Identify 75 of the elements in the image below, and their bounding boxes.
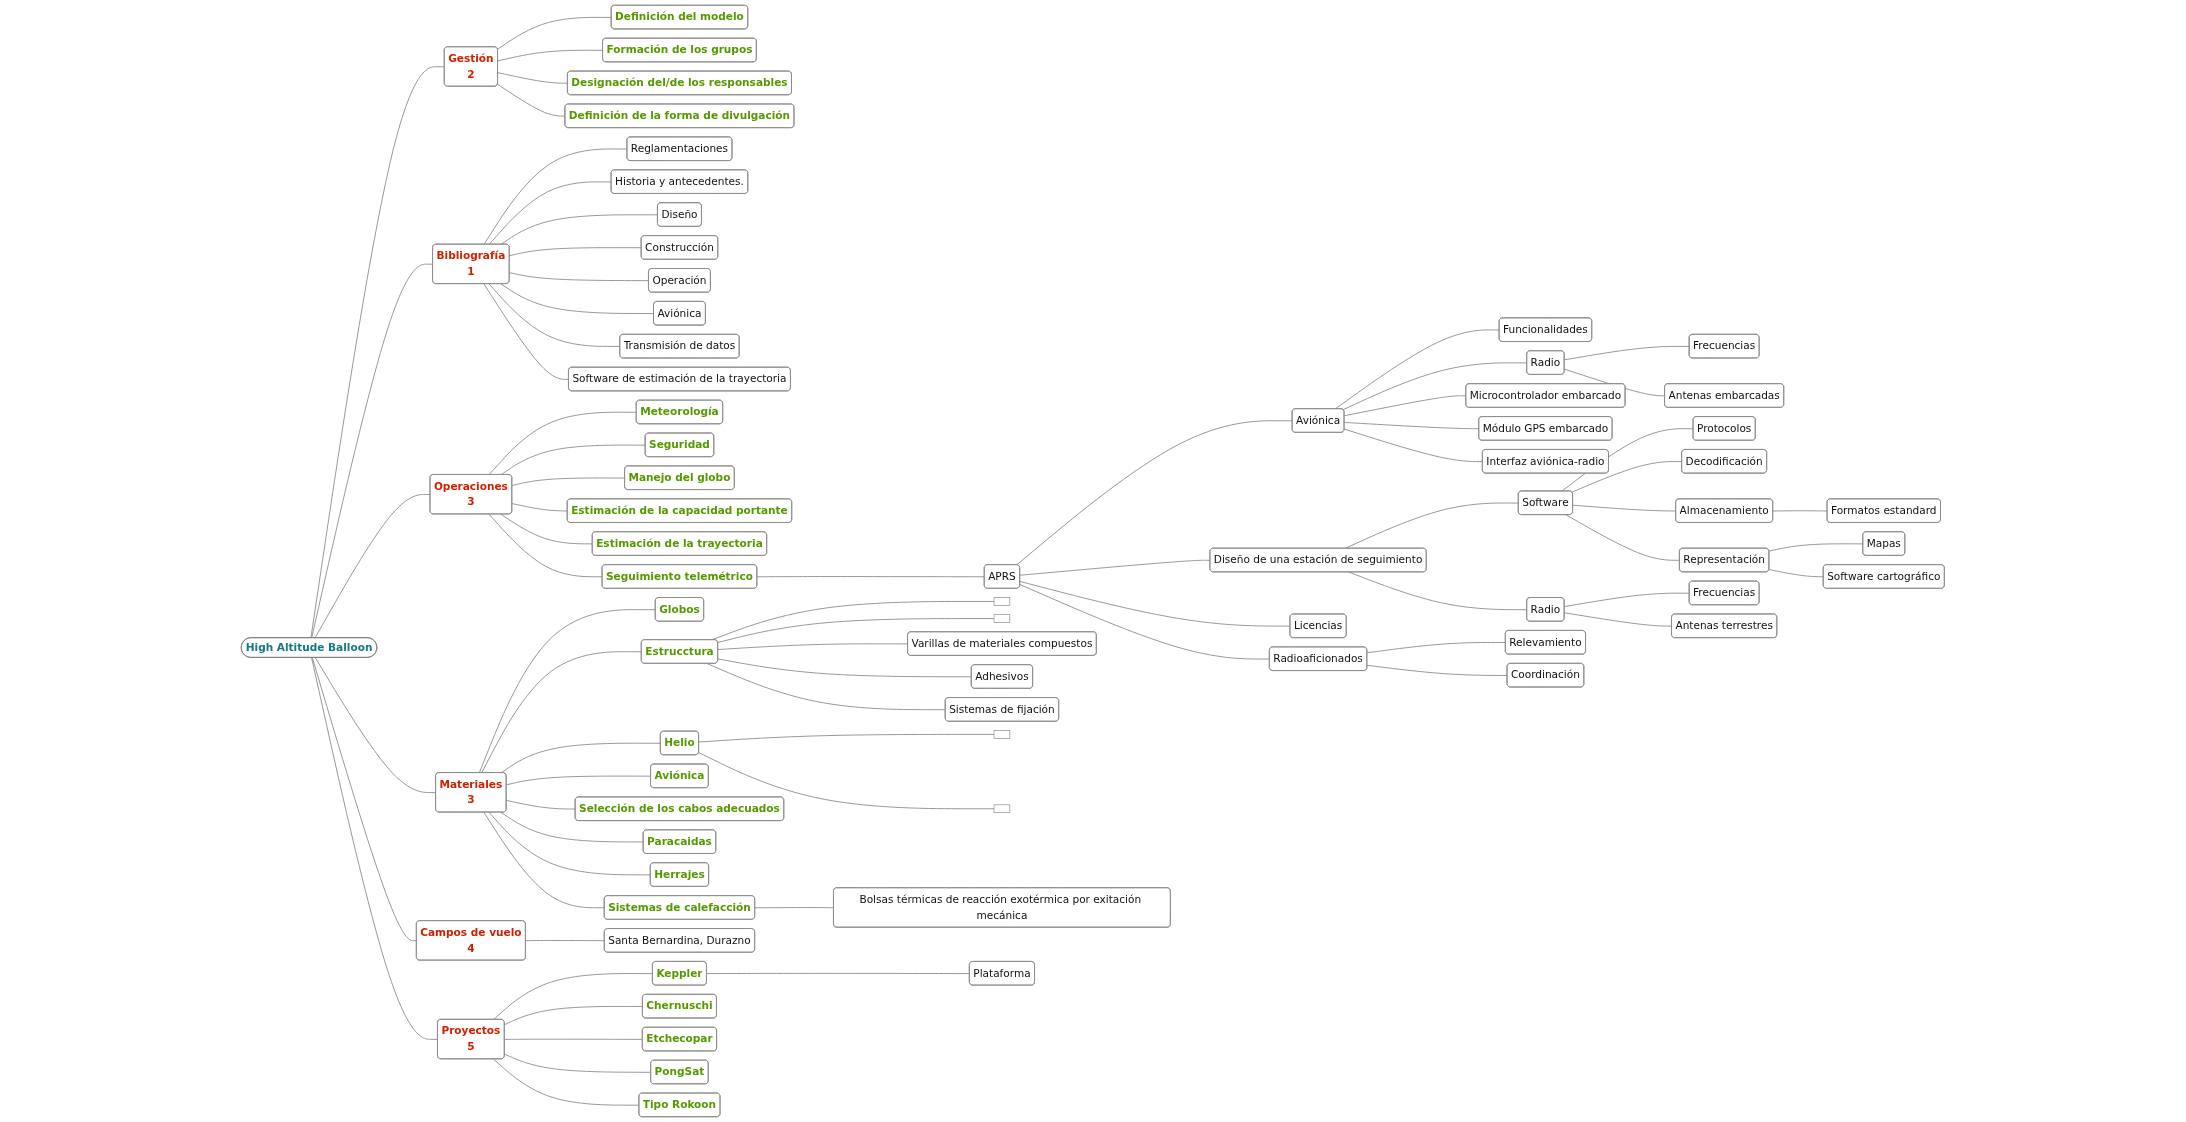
connector: [525, 940, 606, 942]
connector: [504, 1006, 644, 1026]
connector: [488, 283, 621, 347]
connector: [504, 1038, 644, 1040]
connector: [481, 651, 643, 774]
connector: [1344, 428, 1484, 463]
connector: [1342, 362, 1528, 411]
connector: [315, 657, 437, 794]
connector: [1344, 502, 1520, 549]
connector: [1564, 345, 1691, 361]
connector: [756, 576, 986, 578]
connector: [1564, 368, 1666, 397]
connector: [1348, 571, 1528, 611]
connector: [1768, 569, 1825, 578]
connector: [493, 973, 654, 1021]
node-box: [993, 730, 1011, 739]
connector: [1019, 584, 1271, 660]
connector: [698, 733, 995, 743]
connector: [497, 83, 566, 117]
connector: [497, 49, 604, 62]
connector: [493, 1058, 640, 1106]
connector: [497, 72, 569, 84]
connector: [500, 811, 645, 843]
connector: [707, 663, 947, 711]
connector: [1019, 581, 1291, 627]
connector: [509, 247, 643, 257]
connector: [698, 752, 995, 810]
connector: [1566, 514, 1681, 561]
connector: [500, 513, 594, 545]
connector: [1016, 420, 1294, 566]
connector: [1772, 510, 1828, 512]
connector: [1564, 612, 1673, 627]
connector: [483, 283, 570, 380]
connector: [1768, 543, 1864, 552]
connector: [717, 618, 995, 643]
connector: [500, 214, 659, 245]
connector: [1366, 664, 1508, 676]
connector: [500, 742, 662, 774]
connector: [311, 657, 439, 1040]
connector: [1564, 592, 1691, 607]
connector: [312, 657, 418, 942]
connector: [504, 1053, 652, 1073]
connector: [314, 494, 431, 639]
connector: [488, 811, 652, 876]
connector: [1019, 559, 1211, 576]
connector: [488, 411, 638, 476]
node-box: [993, 614, 1011, 623]
connector: [511, 503, 569, 512]
connector: [509, 272, 650, 282]
connector: [506, 775, 652, 786]
connector: [711, 601, 995, 641]
connector: [717, 658, 973, 678]
connector: [500, 283, 655, 314]
connector: [1366, 642, 1507, 654]
connector: [1572, 504, 1677, 512]
connector: [488, 513, 603, 578]
connector: [500, 444, 647, 476]
connector: [310, 66, 446, 639]
connector: [483, 148, 628, 245]
connector: [1344, 422, 1480, 430]
connector: [506, 800, 577, 810]
connector: [479, 609, 657, 774]
connector: [488, 181, 613, 245]
connector: [717, 643, 909, 650]
connector: [1344, 395, 1467, 417]
connector: [1334, 329, 1501, 410]
connector: [311, 263, 434, 639]
connector: [706, 972, 971, 974]
connector: [483, 811, 606, 909]
connector: [511, 477, 626, 486]
node-box: [993, 597, 1011, 606]
connector: [497, 16, 613, 50]
connector: [754, 907, 835, 909]
node-box: [993, 804, 1011, 814]
connector: [1571, 461, 1683, 493]
